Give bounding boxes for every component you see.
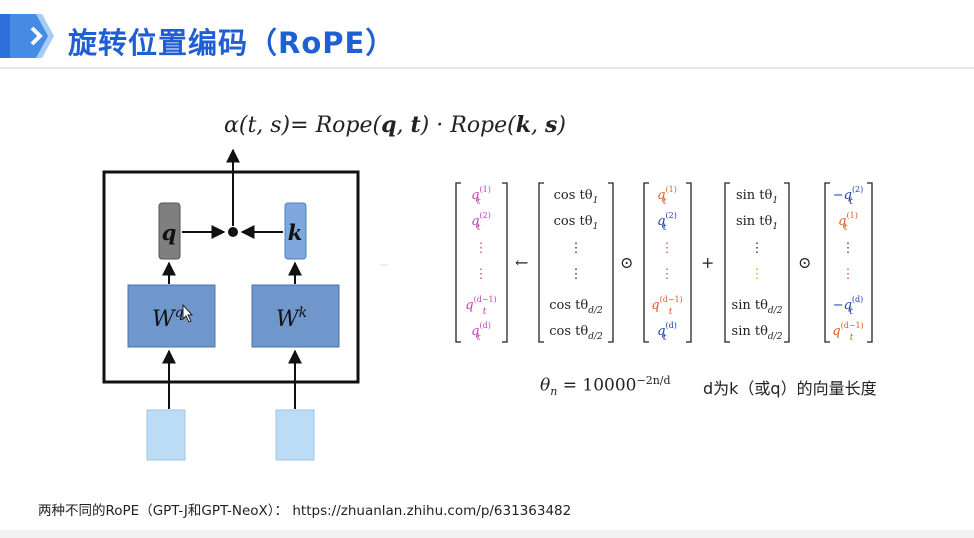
key-input-box: [275, 409, 315, 461]
theta-symbol: θ: [540, 375, 551, 396]
formula-q: q: [381, 112, 397, 138]
m1-vdots-2: ⋮: [475, 267, 488, 282]
matrix-rotated-q: −q(2)t q(1)t ⋮ ⋮ −q(d)t q(d−1)t: [832, 185, 863, 343]
cos-vdots-1: ⋮: [570, 241, 583, 256]
arrow-left: ←: [515, 253, 528, 272]
title-divider: [0, 67, 974, 69]
reference-link-text: 两种不同的RoPE（GPT-J和GPT-NeoX）： https://zhuan…: [38, 503, 572, 519]
dimension-note: d为k（或q）的向量长度: [703, 379, 877, 398]
odot-2: ⊙: [798, 253, 811, 272]
m4-right-bracket: [784, 182, 790, 343]
title-chevron-icon: [0, 14, 54, 58]
rope-fn-1: Rope: [315, 113, 373, 138]
sin-vdots-1: ⋮: [751, 241, 764, 256]
rope-fn-2: Rope: [450, 113, 508, 138]
outer-frame: [102, 170, 360, 384]
m3-entry-1: q(1)t: [657, 185, 677, 207]
formula-s: s: [545, 112, 558, 138]
cos-entry-1: cos tθ1: [554, 188, 599, 206]
mouse-cursor-icon: [182, 303, 194, 323]
m5-right-bracket: [867, 182, 873, 343]
formula-k: k: [515, 112, 532, 138]
m1-entry-4: q(d)t: [471, 321, 491, 343]
q-vector-box: [158, 202, 181, 260]
dot-product-node: [228, 227, 238, 237]
m2-left-bracket: [538, 182, 544, 343]
sin-vdots-2: ⋮: [751, 267, 764, 282]
m3-vdots-1: ⋮: [661, 241, 674, 256]
alpha-args: (t, s): [238, 113, 291, 138]
cos-entry-4: cos tθd/2: [549, 324, 603, 342]
theta-formula: θn = 10000−2n/d: [540, 374, 671, 399]
m3-entry-3: q(d−1)t: [651, 295, 682, 317]
formula-t: t: [410, 112, 421, 138]
m5-entry-2: q(1)t: [838, 211, 858, 233]
sin-entry-4: sin tθd/2: [732, 324, 783, 342]
m3-left-bracket: [643, 182, 649, 343]
m5-entry-4: q(d−1)t: [832, 321, 863, 343]
m5-left-bracket: [824, 182, 830, 343]
m1-vdots-1: ⋮: [475, 241, 488, 256]
slide-title: 旋转位置编码（RoPE）: [68, 26, 396, 60]
sin-entry-1: sin tθ1: [736, 188, 778, 206]
m3-entry-4: q(d)t: [657, 321, 677, 343]
wq-label: Wq: [152, 305, 184, 332]
cos-entry-3: cos tθd/2: [549, 298, 603, 316]
m5-vdots-1: ⋮: [842, 241, 855, 256]
m1-left-bracket: [455, 182, 461, 343]
matrix-qt-colored: q(1)t q(2)t ⋮ ⋮ q(d−1)t q(d)t: [651, 185, 682, 343]
matrix-sin: sin tθ1 sin tθ1 ⋮ ⋮ sin tθd/2 sin tθd/2: [732, 188, 783, 342]
m3-entry-2: q(2)t: [657, 211, 677, 233]
m1-entry-2: q(2)t: [471, 211, 491, 233]
m4-left-bracket: [724, 182, 730, 343]
k-vector-label: k: [288, 220, 303, 245]
player-controls-bar: [0, 530, 974, 538]
query-input-box: [146, 409, 186, 461]
m2-right-bracket: [608, 182, 614, 343]
m1-entry-3: q(d−1)t: [465, 295, 496, 317]
sin-entry-2: sin tθ1: [736, 214, 778, 232]
wk-label: Wk: [276, 305, 307, 332]
cos-vdots-2: ⋮: [570, 267, 583, 282]
plus-sign: +: [701, 253, 714, 272]
formula-dot: ·: [436, 113, 444, 138]
m5-vdots-2: ⋮: [842, 267, 855, 282]
m5-entry-3: −q(d)t: [833, 295, 864, 317]
m3-right-bracket: [686, 182, 692, 343]
cos-entry-2: cos tθ1: [554, 214, 599, 232]
m1-right-bracket: [502, 182, 508, 343]
rope-attention-diagram: q k Wq Wk: [102, 148, 360, 461]
attention-formula: α(t, s)= Rope(q, t) · Rope(k, s): [224, 112, 566, 138]
odot-1: ⊙: [620, 253, 633, 272]
matrix-qt: q(1)t q(2)t ⋮ ⋮ q(d−1)t q(d)t: [465, 185, 496, 343]
sin-entry-3: sin tθd/2: [732, 298, 783, 316]
m5-entry-1: −q(2)t: [833, 185, 864, 207]
alpha-symbol: α: [224, 113, 239, 138]
k-vector-box: [284, 202, 307, 260]
matrix-cos: cos tθ1 cos tθ1 ⋮ ⋮ cos tθd/2 cos tθd/2: [549, 188, 603, 342]
q-vector-label: q: [162, 220, 177, 245]
rope-matrix-equation: ← ⊙ + ⊙ q(1)t q(2)t ⋮ ⋮ q(d−1)t q(d)t cos tθ1…: [380, 182, 873, 343]
m1-entry-1: q(1)t: [471, 185, 491, 207]
equals-sign: =: [290, 113, 316, 138]
m3-vdots-2: ⋮: [661, 267, 674, 282]
theta-exponent: −2n/d: [636, 374, 671, 387]
wq-box: [127, 284, 216, 348]
wk-box: [251, 284, 340, 348]
